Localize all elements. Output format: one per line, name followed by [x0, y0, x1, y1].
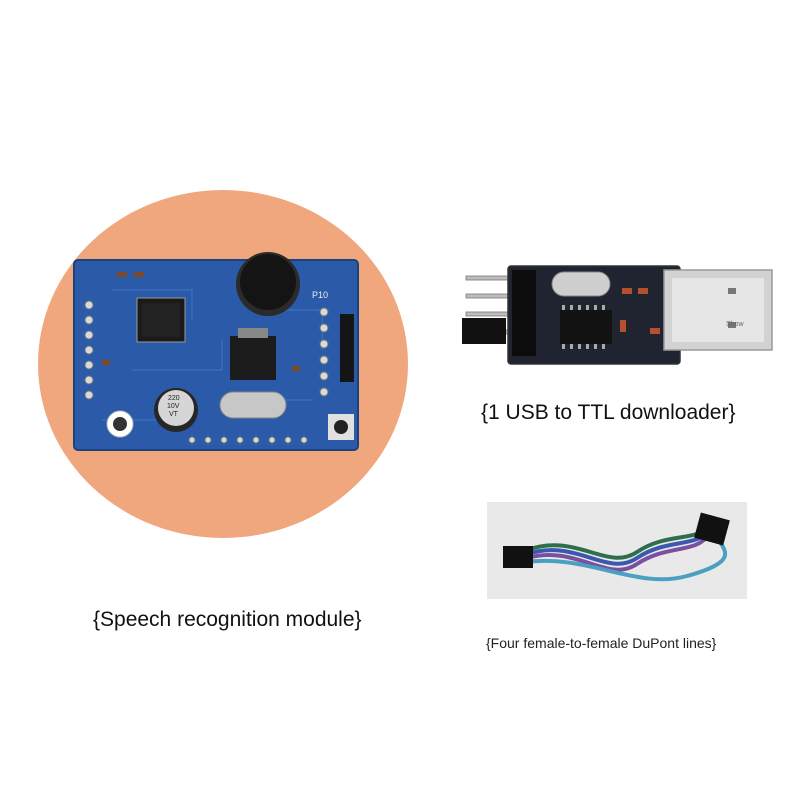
dupont-cable-illustration	[503, 512, 730, 582]
dupont-cable-photo	[487, 502, 747, 599]
usb-downloader-caption: {1 USB to TTL downloader}	[481, 401, 736, 424]
usb-connector-mark: Show	[726, 321, 744, 328]
capacitor-label-2: 10V	[167, 403, 180, 410]
speech-module-caption: {Speech recognition module}	[93, 608, 362, 631]
usb-ttl-downloader: Show	[462, 265, 773, 365]
pin-header-label: P10	[312, 290, 328, 300]
capacitor-label-3: VT	[169, 411, 179, 418]
capacitor-label-1: 220	[168, 395, 180, 402]
dupont-lines-caption: {Four female-to-female DuPont lines}	[486, 635, 717, 651]
speech-recognition-board: P10 220 10V VT	[73, 252, 359, 451]
